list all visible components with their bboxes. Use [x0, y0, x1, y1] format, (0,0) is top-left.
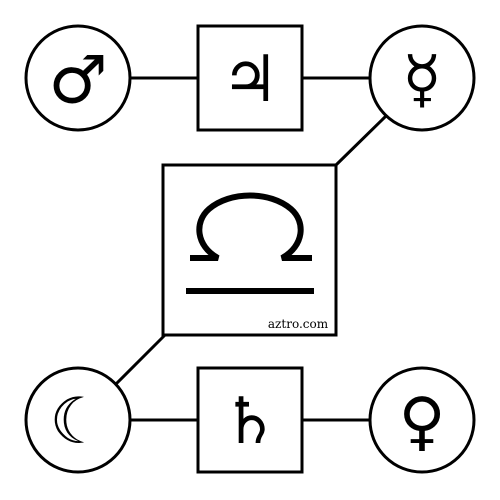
moon-icon: ☾ — [49, 385, 106, 459]
moon-node — [24, 366, 132, 474]
jupiter-icon: ♃ — [221, 43, 278, 117]
venus-icon: ♀ — [399, 385, 446, 459]
libra-icon — [186, 192, 314, 294]
mars-icon: ♂ — [48, 42, 107, 119]
mercury-icon: ☿ — [402, 43, 441, 117]
mercury-node — [368, 24, 476, 132]
jupiter-node — [196, 24, 304, 132]
venus-node — [368, 366, 476, 474]
saturn-node — [196, 366, 304, 474]
saturn-icon: ♄ — [221, 385, 278, 459]
mars-node — [24, 24, 132, 132]
libra-box — [161, 163, 338, 337]
link-libra-moon — [114, 333, 167, 386]
link-mercury-libra — [334, 114, 388, 167]
watermark: aztro.com — [268, 317, 329, 331]
